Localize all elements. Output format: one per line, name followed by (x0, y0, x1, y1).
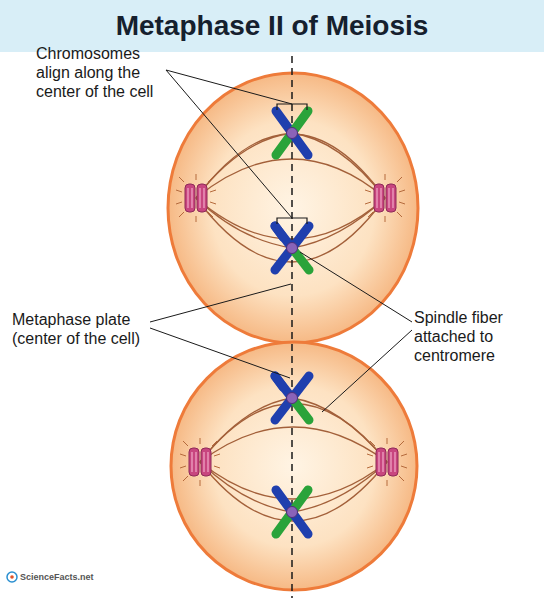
centrosome (180, 438, 220, 486)
chromosome (275, 376, 309, 420)
bracket (277, 104, 307, 110)
centrosome (365, 174, 405, 222)
callout-label: Spindle fiber attached to centromere (414, 308, 526, 365)
watermark: ScienceFacts.net (20, 572, 94, 583)
cell-membrane (168, 73, 418, 343)
watermark-icon (7, 572, 17, 582)
callout-label: Chromosomes align along the center of th… (36, 44, 166, 101)
leader-lines (150, 70, 412, 412)
callout-label: Metaphase plate (center of the cell) (12, 310, 150, 348)
centrosome (176, 174, 216, 222)
chromosome (276, 111, 308, 155)
centrosome (367, 438, 407, 486)
cell-membrane (171, 342, 417, 590)
title-band (0, 0, 544, 52)
bracket (277, 218, 307, 224)
chromosome (275, 226, 309, 270)
title: Metaphase II of Meiosis (0, 0, 544, 52)
chromosome (276, 490, 308, 534)
